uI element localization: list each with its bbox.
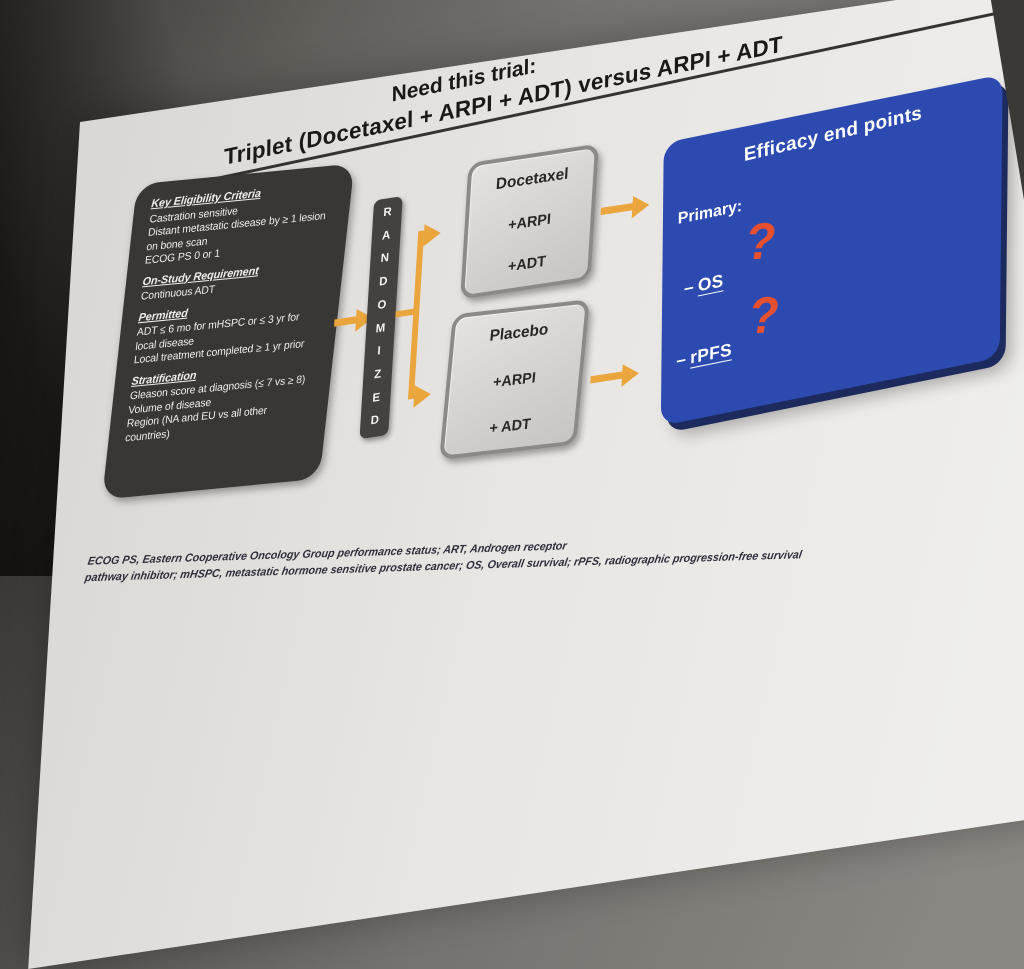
- arrow-right-head-icon: [621, 361, 640, 387]
- arrow-right-head-icon: [413, 382, 432, 408]
- arm-component-label: + ADT: [488, 416, 532, 438]
- arrow-right-head-icon: [423, 221, 442, 247]
- question-mark-icon: ?: [744, 285, 784, 345]
- randomized-letter: E: [372, 391, 381, 405]
- footnote: ECOG PS, Eastern Cooperative Oncology Gr…: [84, 532, 806, 584]
- randomized-letter: O: [377, 298, 387, 313]
- randomized-bar: R A N D O M I Z E D: [359, 196, 403, 440]
- efficacy-panel: Efficacy end points Primary: –OS –rPFS ?…: [660, 74, 1003, 427]
- endpoint-rpfs-label: rPFS: [690, 339, 733, 368]
- endpoint-dash: –: [676, 348, 687, 371]
- arm-component-label: +ADT: [507, 253, 547, 276]
- arm-drug-label: Placebo: [488, 320, 550, 346]
- randomized-letter: M: [375, 321, 386, 336]
- eligibility-section: Permitted ADT ≤ 6 mo for mHSPC or ≤ 3 yr…: [133, 293, 330, 368]
- arrow-right-icon: [590, 371, 625, 384]
- arrow-right-icon: [334, 316, 359, 327]
- randomized-letter: A: [381, 228, 391, 243]
- randomized-letter: R: [383, 205, 393, 220]
- randomized-letter: N: [380, 252, 390, 266]
- endpoint-dash: –: [683, 276, 695, 299]
- endpoint-os-row: –OS: [684, 270, 724, 299]
- randomized-letter: D: [370, 414, 380, 428]
- randomized-letter: Z: [373, 368, 382, 382]
- randomized-letter: D: [378, 275, 388, 289]
- efficacy-panel-title: Efficacy end points: [743, 102, 923, 167]
- arm-box-placebo: Placebo +ARPI + ADT: [439, 299, 590, 461]
- arm-box-docetaxel: Docetaxel +ARPI +ADT: [460, 143, 600, 300]
- arrow-right-head-icon: [631, 193, 650, 219]
- arrow-right-icon: [600, 202, 635, 216]
- eligibility-section: Key Eligibility Criteria Castration sens…: [144, 180, 343, 269]
- arm-component-label: +ARPI: [492, 370, 537, 392]
- question-mark-icon: ?: [741, 211, 781, 271]
- endpoint-os-label: OS: [697, 270, 724, 296]
- primary-endpoints-label: Primary:: [677, 197, 743, 228]
- projected-slide: Need this trial: Triplet (Docetaxel + AR…: [28, 0, 1024, 969]
- arm-drug-label: Docetaxel: [495, 165, 569, 194]
- endpoint-rpfs-row: –rPFS: [676, 339, 732, 372]
- arm-component-label: +ARPI: [507, 211, 552, 235]
- randomized-letter: I: [377, 345, 382, 358]
- eligibility-panel: Key Eligibility Criteria Castration sens…: [101, 163, 355, 500]
- eligibility-section: Stratification Gleason score at diagnosi…: [124, 357, 323, 446]
